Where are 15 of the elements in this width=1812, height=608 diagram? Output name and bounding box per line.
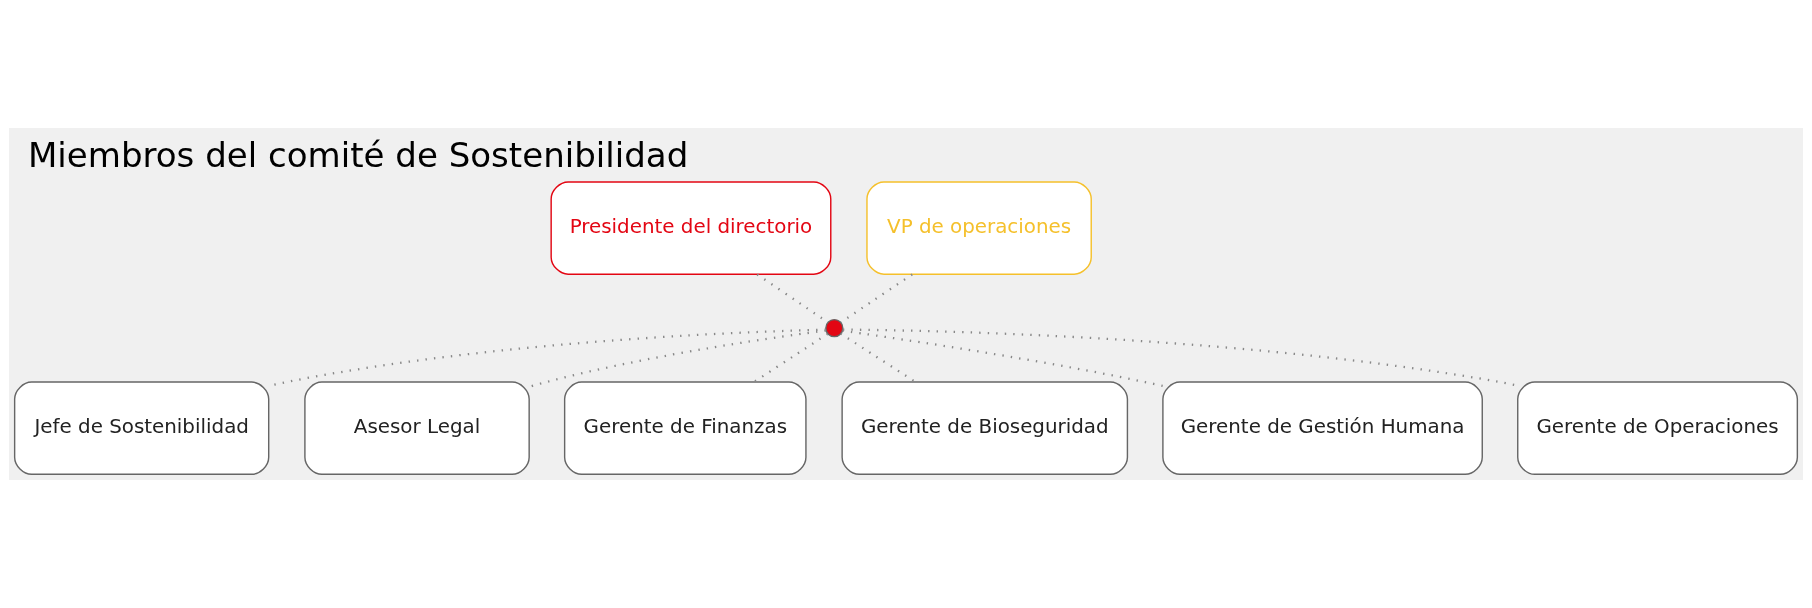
connector xyxy=(840,273,913,324)
node-box: VP de operaciones xyxy=(866,181,1092,275)
connector xyxy=(529,329,826,388)
node-box: Gerente de Gestión Humana xyxy=(1162,381,1483,476)
connector xyxy=(842,329,1163,387)
diagram-title: Miembros del comité de Sostenibilidad xyxy=(27,134,689,175)
connector xyxy=(840,332,917,383)
node-box: Gerente de Operaciones xyxy=(1517,381,1799,476)
connector xyxy=(753,333,829,383)
node-box: Presidente del directorio xyxy=(550,181,832,275)
node-box: Gerente de Finanzas xyxy=(563,381,807,476)
node-box: Asesor Legal xyxy=(304,381,530,476)
node-box: Gerente de Bioseguridad xyxy=(841,381,1129,476)
node-circle xyxy=(825,318,844,338)
node-box: Jefe de Sostenibilidad xyxy=(13,381,270,476)
